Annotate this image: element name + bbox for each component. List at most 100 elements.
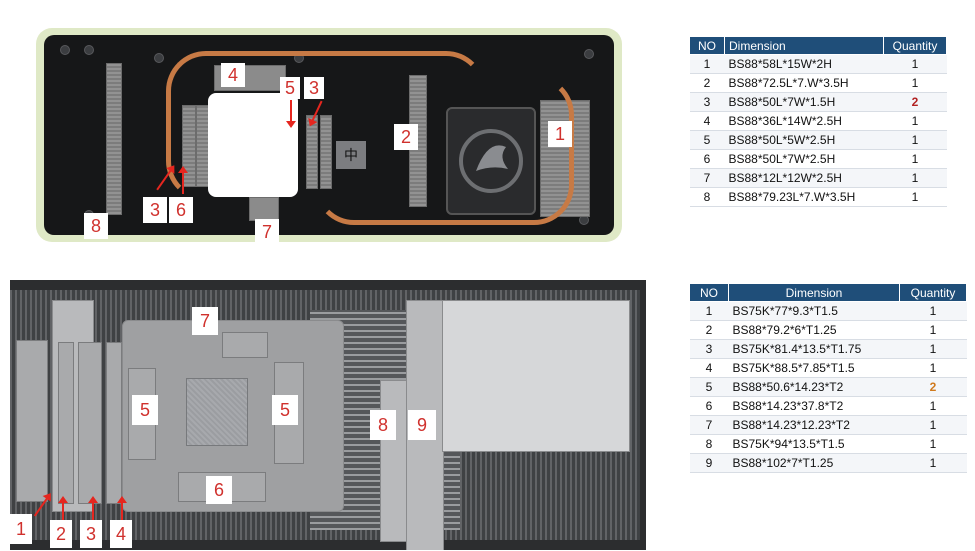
cell-dimension: BS88*50L*5W*2.5H (724, 130, 884, 150)
cell-quantity: 1 (899, 320, 967, 340)
thermal-pad-7 (222, 332, 268, 358)
cell-dimension: BS88*50L*7W*2.5H (724, 149, 884, 169)
cell-quantity: 1 (899, 434, 967, 454)
cell-dimension: BS88*14.23*12.23*T2 (728, 415, 900, 435)
cell-dimension: BS88*102*7*T1.25 (728, 453, 900, 473)
pad-label: 5 (272, 395, 298, 425)
thermal-pad-8 (106, 63, 122, 215)
backplate-photo: 中 4 5 3 2 1 3 6 8 7 (30, 0, 630, 248)
cell-quantity: 1 (883, 73, 947, 93)
pad-label: 5 (132, 395, 158, 425)
cell-dimension: BS75K*88.5*7.85*T1.5 (728, 358, 900, 378)
pad-label: 4 (221, 63, 245, 87)
gpu-cutout (208, 93, 298, 197)
pad-label: 2 (394, 124, 418, 150)
cell-no: 2 (689, 320, 729, 340)
cell-quantity: 1 (883, 187, 947, 207)
col-header-no: NO (689, 283, 729, 302)
dragon-logo-icon (459, 129, 523, 193)
pad-label: 1 (10, 514, 32, 544)
cell-dimension: BS88*14.23*37.8*T2 (728, 396, 900, 416)
screw (154, 53, 164, 63)
cell-no: 2 (689, 73, 725, 93)
arrow-icon (88, 496, 98, 520)
logo-plate (446, 107, 536, 215)
pad-label: 3 (80, 520, 102, 548)
pad-label: 6 (206, 476, 232, 504)
pad-label: 5 (280, 77, 300, 99)
cell-quantity: 1 (883, 54, 947, 74)
cell-quantity: 1 (899, 301, 967, 321)
pad-label: 9 (408, 410, 436, 440)
pad-label: 1 (548, 121, 572, 147)
cell-no: 6 (689, 396, 729, 416)
screw (84, 45, 94, 55)
cell-quantity: 1 (899, 339, 967, 359)
cell-dimension: BS88*12L*12W*2.5H (724, 168, 884, 188)
cell-no: 4 (689, 358, 729, 378)
heatsink-photo: 7 5 5 6 8 9 1 2 3 4 (10, 280, 646, 550)
cell-no: 3 (689, 339, 729, 359)
arrow-icon (178, 166, 188, 194)
cell-no: 1 (689, 301, 729, 321)
cell-dimension: BS75K*94*13.5*T1.5 (728, 434, 900, 454)
cell-quantity: 1 (883, 149, 947, 169)
cell-no: 8 (689, 434, 729, 454)
cell-no: 3 (689, 92, 725, 112)
pad-label: 2 (50, 520, 72, 548)
screw (584, 49, 594, 59)
thermal-pad-3 (78, 342, 102, 504)
pad-label: 7 (255, 219, 279, 245)
pad-label: 7 (192, 307, 218, 335)
arrow-icon (117, 496, 127, 520)
cell-quantity: 1 (883, 130, 947, 150)
cell-dimension: BS75K*81.4*13.5*T1.75 (728, 339, 900, 359)
cell-quantity: 1 (883, 168, 947, 188)
cell-no: 9 (689, 453, 729, 473)
cell-quantity: 1 (899, 396, 967, 416)
cell-dimension: BS88*79.23L*7.W*3.5H (724, 187, 884, 207)
chip-label: 中 (336, 141, 366, 169)
pad-label: 4 (110, 520, 132, 548)
screw (60, 45, 70, 55)
cell-dimension: BS88*79.2*6*T1.25 (728, 320, 900, 340)
cell-no: 8 (689, 187, 725, 207)
thermal-pad-2 (58, 342, 74, 504)
cell-quantity: 1 (883, 111, 947, 131)
cell-dimension: BS88*36L*14W*2.5H (724, 111, 884, 131)
cell-quantity: 2 (899, 377, 967, 397)
cell-no: 4 (689, 111, 725, 131)
arrow-icon (286, 100, 296, 128)
cell-no: 5 (689, 377, 729, 397)
cell-no: 7 (689, 168, 725, 188)
col-header-quantity: Quantity (899, 283, 967, 302)
col-header-dimension: Dimension (728, 283, 900, 302)
io-bracket (442, 300, 630, 452)
cell-no: 5 (689, 130, 725, 150)
cell-dimension: BS75K*77*9.3*T1.5 (728, 301, 900, 321)
cell-dimension: BS88*72.5L*7.W*3.5H (724, 73, 884, 93)
gpu-die (186, 378, 248, 446)
thermal-pad-5 (306, 115, 318, 189)
pad-label: 8 (84, 213, 108, 239)
cell-quantity: 1 (899, 453, 967, 473)
thermal-pad-4 (106, 342, 122, 504)
arrow-icon (58, 496, 68, 520)
cell-dimension: BS88*58L*15W*2H (724, 54, 884, 74)
pad-label: 6 (169, 197, 193, 223)
heatpipe (314, 75, 574, 225)
thermal-pad-1 (16, 340, 48, 502)
